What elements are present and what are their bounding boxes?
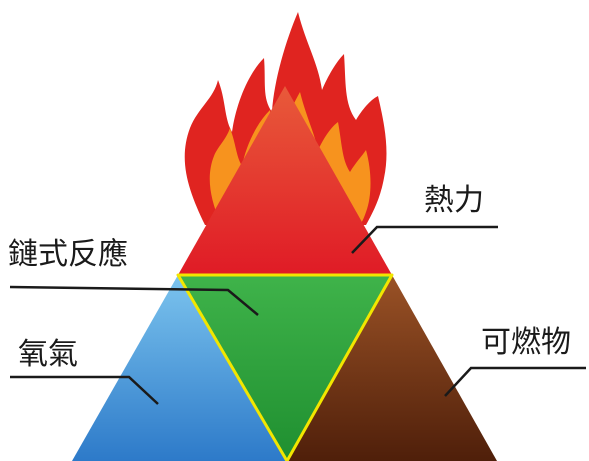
- labels: 熱力 鏈式反應 氧氣 可燃物: [8, 183, 571, 372]
- face-chain-reaction: [176, 273, 394, 461]
- face-heat: [178, 86, 392, 275]
- label-oxygen: 氧氣: [18, 337, 78, 372]
- face-oxygen: [72, 275, 287, 461]
- fire-tetrahedron: [72, 86, 497, 461]
- leader-chain-reaction: [9, 285, 259, 316]
- leader-heat: [351, 225, 498, 254]
- leader-lines: [9, 225, 586, 405]
- leader-fuel: [444, 366, 586, 397]
- face-fuel: [287, 275, 497, 461]
- label-heat: 熱力: [424, 183, 484, 218]
- label-fuel: 可燃物: [481, 325, 571, 360]
- label-chain-reaction: 鏈式反應: [8, 237, 128, 272]
- leader-oxygen: [10, 375, 159, 405]
